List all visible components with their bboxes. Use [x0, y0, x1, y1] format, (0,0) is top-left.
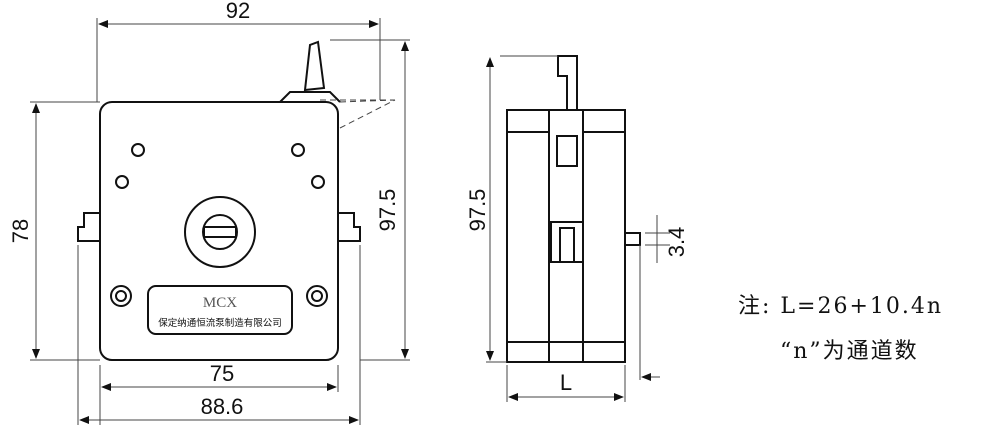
dim-3-4: 3.4: [664, 227, 689, 258]
lever: [303, 40, 326, 92]
right-ear: [338, 212, 361, 242]
dim-97-5-side: 97.5: [465, 189, 490, 232]
company-label: 保定纳通恒流泵制造有限公司: [158, 317, 282, 329]
dim-92: 92: [226, 0, 250, 23]
dim-78: 78: [8, 219, 33, 243]
dim-88-6: 88.6: [201, 394, 244, 419]
note-definition: “n”为通道数: [780, 339, 919, 364]
left-ear: [77, 212, 100, 242]
model-label: MCX: [203, 295, 237, 311]
side-body: [506, 109, 626, 363]
front-view: MCX 保定纳通恒流泵制造有限公司 92 78 97.5 75 88.6: [8, 0, 410, 425]
note-formula: 注: L=26+10.4n: [738, 294, 944, 319]
dim-L: L: [560, 370, 572, 395]
nameplate: [147, 285, 293, 335]
dim-97-5-front: 97.5: [375, 189, 400, 232]
shaft: [624, 232, 641, 246]
dim-75: 75: [210, 361, 234, 386]
mount-holes: [110, 143, 328, 307]
side-lever: [557, 55, 578, 111]
side-view: 97.5 3.4 L: [465, 55, 689, 402]
rotor: [184, 196, 256, 268]
pump-body: [99, 101, 339, 361]
